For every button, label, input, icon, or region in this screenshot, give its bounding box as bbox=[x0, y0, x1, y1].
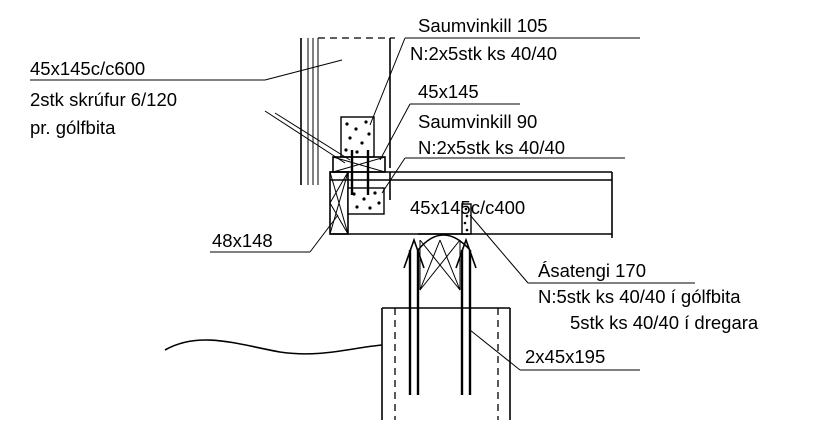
label-hanger-nails-1: N:5stk ks 40/40 í gólfbita bbox=[538, 286, 741, 307]
leader-lines bbox=[30, 37, 695, 371]
block-45x145 bbox=[332, 156, 386, 173]
label-angle-90: Saumvinkill 90 bbox=[418, 111, 537, 132]
label-hanger-nails-2: 5stk ks 40/40 í dregara bbox=[570, 312, 759, 333]
label-angle-105-nails: N:2x5stk ks 40/40 bbox=[410, 43, 557, 64]
label-rim: 48x148 bbox=[212, 230, 273, 251]
foundation bbox=[164, 307, 511, 420]
label-screws-line1: 2stk skrúfur 6/120 bbox=[30, 89, 177, 110]
label-angle-90-nails: N:2x5stk ks 40/40 bbox=[418, 137, 565, 158]
label-beam: 2x45x195 bbox=[525, 346, 605, 367]
beam-2x45x195 bbox=[403, 233, 477, 395]
label-screws-line2: pr. gólfbita bbox=[30, 117, 116, 138]
label-joist: 45x145c/c400 bbox=[410, 197, 525, 218]
rim-joist bbox=[329, 171, 349, 235]
screws bbox=[350, 150, 370, 195]
wall-stud bbox=[300, 37, 395, 185]
angle-bracket-90 bbox=[347, 187, 385, 215]
label-angle-105: Saumvinkill 105 bbox=[418, 15, 548, 36]
label-stud: 45x145c/c600 bbox=[30, 58, 145, 79]
label-hanger: Ásatengi 170 bbox=[538, 260, 646, 281]
label-block: 45x145 bbox=[418, 81, 479, 102]
